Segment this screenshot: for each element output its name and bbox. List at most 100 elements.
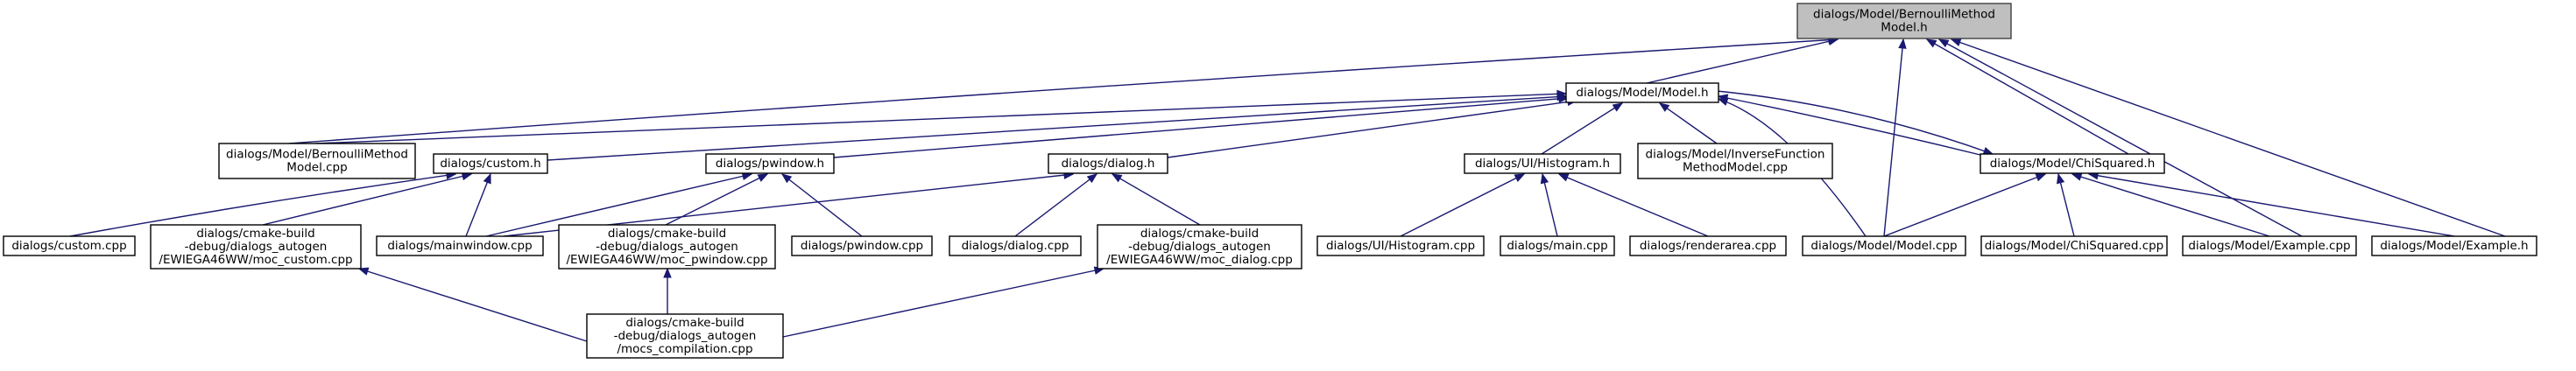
node-label: -debug/dialogs_autogen (1128, 240, 1271, 254)
edge-line (1167, 100, 1577, 158)
node-label: /EWIEGA46WW/moc_pwindow.cpp (566, 253, 767, 267)
node-custom_h[interactable]: dialogs/custom.h (433, 153, 548, 174)
edge-line (833, 97, 1569, 158)
node-box (1500, 235, 1615, 256)
edge-line (1400, 173, 1525, 237)
edge-chi_h-to-root (1925, 38, 2129, 155)
node-moc_custom[interactable]: dialogs/cmake-build-debug/dialogs_autoge… (150, 224, 362, 270)
node-render_cpp[interactable]: dialogs/renderarea.cpp (1629, 235, 1787, 256)
node-example_h[interactable]: dialogs/Model/Example.h (2371, 235, 2537, 256)
node-label: dialogs/Model/BernoulliMethod (226, 148, 408, 162)
edge-line (547, 95, 1567, 161)
edge-line (1558, 173, 1709, 237)
node-box (376, 235, 544, 256)
node-label: -debug/dialogs_autogen (614, 329, 757, 343)
node-label: dialogs/Model/BernoulliMethod (1813, 8, 1995, 22)
node-box (433, 153, 548, 174)
node-label: dialogs/renderarea.cpp (1640, 239, 1776, 253)
node-label: dialogs/dialog.cpp (962, 239, 1069, 253)
edge-arrowhead (1111, 173, 1123, 183)
node-model_cpp[interactable]: dialogs/Model/Model.cpp (1802, 235, 1966, 256)
edge-mocs_comp-to-moc_pwindow (663, 267, 672, 314)
node-pwindow_h[interactable]: dialogs/pwindow.h (705, 153, 835, 174)
node-label: dialogs/cmake-build (1140, 227, 1259, 241)
edge-line (1646, 38, 1838, 84)
node-label: dialogs/custom.h (440, 157, 540, 171)
node-example_cpp[interactable]: dialogs/Model/Example.cpp (2182, 235, 2357, 256)
node-pwindow_cpp[interactable]: dialogs/pwindow.cpp (791, 235, 933, 256)
edge-mainwindow-to-custom_h (465, 172, 491, 237)
node-mocs_comp[interactable]: dialogs/cmake-build-debug/dialogs_autoge… (586, 313, 784, 359)
edge-line (1716, 90, 1994, 155)
edge-line (1112, 173, 1201, 226)
edge-arrowhead (1925, 38, 1937, 48)
edge-mocs_comp-to-moc_dialog (782, 266, 1105, 338)
node-label: Model.h (1881, 21, 1927, 35)
edge-line (1883, 38, 1904, 237)
edge-line (1659, 102, 1718, 144)
node-custom_cpp[interactable]: dialogs/custom.cpp (3, 235, 136, 256)
node-mainwindow[interactable]: dialogs/mainwindow.cpp (376, 235, 544, 256)
node-moc_dialog[interactable]: dialogs/cmake-build-debug/dialogs_autoge… (1097, 224, 1302, 270)
edge-inv_cpp-to-model_h (1658, 102, 1718, 144)
node-box (2371, 235, 2537, 256)
edge-example_h-to-chi_h (2087, 172, 2455, 237)
node-label: /EWIEGA46WW/moc_dialog.cpp (1106, 253, 1293, 267)
node-main_cpp[interactable]: dialogs/main.cpp (1500, 235, 1615, 256)
edge-arrowhead (780, 173, 793, 184)
node-label: MethodModel.cpp (1683, 161, 1788, 175)
node-box (3, 235, 136, 256)
node-chi_cpp[interactable]: dialogs/Model/ChiSquared.cpp (1980, 235, 2168, 256)
node-chi_h[interactable]: dialogs/Model/ChiSquared.h (1980, 153, 2165, 174)
node-hist_cpp[interactable]: dialogs/UI/Histogram.cpp (1316, 235, 1485, 256)
edge-pwindow_h-to-model_h (833, 94, 1570, 158)
node-box (1316, 235, 1485, 256)
node-dialog_h[interactable]: dialogs/dialog.h (1048, 153, 1168, 174)
node-label: -debug/dialogs_autogen (596, 240, 738, 254)
node-box (558, 224, 776, 270)
node-model_h[interactable]: dialogs/Model/Model.h (1565, 82, 1719, 103)
edge-example_h-to-root (1950, 38, 2506, 237)
edge-example_cpp-to-chi_h (2071, 172, 2270, 237)
node-box (1796, 3, 2012, 39)
edge-arrowhead (1717, 97, 1729, 106)
node-label: dialogs/custom.cpp (11, 239, 126, 253)
edge-line (262, 173, 472, 226)
node-box (949, 235, 1082, 256)
node-label: dialogs/Model/Example.h (2380, 239, 2528, 253)
node-label: dialogs/pwindow.h (716, 157, 824, 171)
edge-line (288, 38, 1838, 144)
node-dialog_cpp[interactable]: dialogs/dialog.cpp (949, 235, 1082, 256)
node-hist_h[interactable]: dialogs/UI/Histogram.h (1464, 153, 1621, 174)
node-label: Model.cpp (286, 161, 347, 175)
node-box (705, 153, 835, 174)
edge-line (69, 173, 456, 237)
node-label: dialogs/pwindow.cpp (801, 239, 923, 253)
node-label: /mocs_compilation.cpp (617, 342, 752, 356)
edge-moc_dialog-to-dialog_h (1111, 173, 1201, 226)
node-box (1048, 153, 1168, 174)
node-box (1097, 224, 1302, 270)
node-moc_pwindow[interactable]: dialogs/cmake-build-debug/dialogs_autoge… (558, 224, 776, 270)
node-box (2182, 235, 2357, 256)
node-label: /EWIEGA46WW/moc_custom.cpp (159, 253, 352, 267)
node-label: dialogs/Model/ChiSquared.cpp (1985, 239, 2164, 253)
edge-arrowhead (1086, 173, 1098, 184)
edge-pwindow_cpp-to-pwindow_h (780, 173, 863, 237)
edge-arrowhead (2056, 172, 2065, 185)
edge-line (782, 268, 1105, 338)
edge-line (1938, 38, 2303, 237)
node-box (791, 235, 933, 256)
edge-line (781, 173, 863, 237)
edge-hist_cpp-to-hist_h (1400, 173, 1526, 237)
edge-hist_h-to-model_h (1541, 102, 1624, 155)
edge-line (1718, 95, 1985, 157)
node-box (218, 143, 416, 179)
edge-line (465, 173, 491, 237)
node-inv_cpp[interactable]: dialogs/Model/InverseFunctionMethodModel… (1637, 143, 1833, 179)
node-label: dialogs/cmake-build (608, 227, 726, 241)
edge-line (1883, 173, 2046, 237)
